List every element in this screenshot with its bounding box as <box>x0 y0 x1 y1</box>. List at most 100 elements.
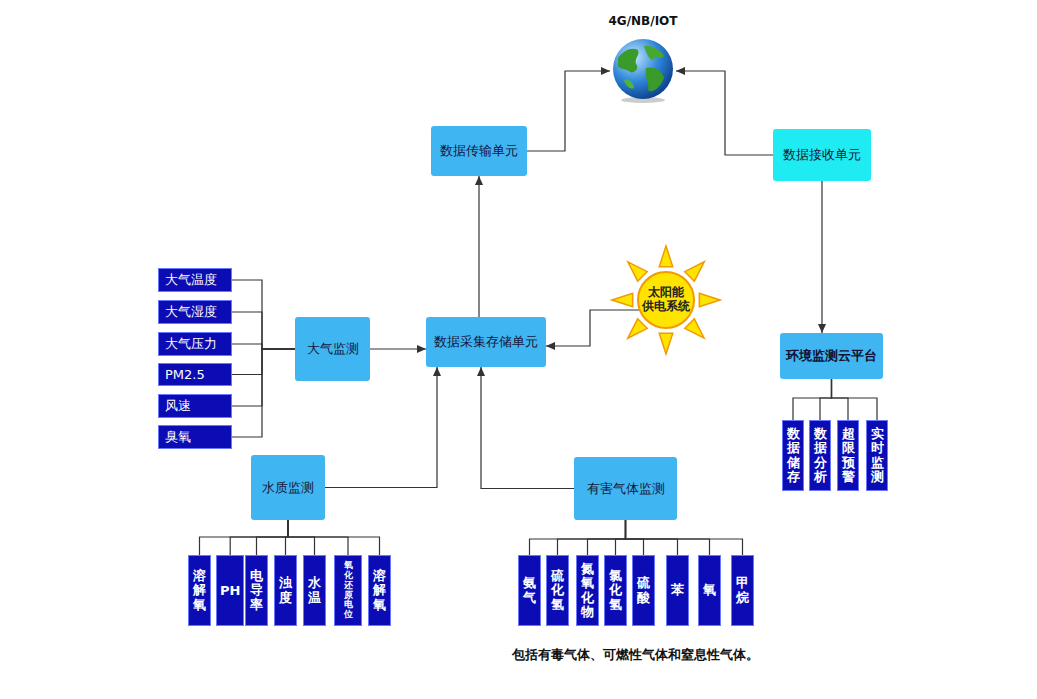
node-label: 水温 <box>308 576 321 605</box>
node-label: 大气压力 <box>165 335 217 353</box>
node-label: 太阳能 供电系统 <box>641 286 691 314</box>
connector-line <box>626 520 678 555</box>
connector-arrow <box>325 367 437 488</box>
connector-arrow <box>478 176 479 317</box>
connector-line <box>232 280 295 349</box>
node-label: 实时监测 <box>871 427 884 484</box>
node-label: 甲烷 <box>736 576 749 605</box>
platform-box: 环境监测云平台 <box>780 333 883 379</box>
item-column: 超限预警 <box>837 420 859 491</box>
node-label: 浊度 <box>279 576 292 605</box>
connector-line <box>820 379 832 420</box>
node-label: 氧化还原电位 <box>344 561 353 620</box>
node-label: 氮氧化物 <box>581 562 594 619</box>
connector-line <box>626 520 644 555</box>
connector-arrow <box>546 310 640 346</box>
process-box: 水质监测 <box>251 455 325 520</box>
node-label: 环境监测云平台 <box>786 347 877 365</box>
sensor-tag: PM2.5 <box>158 363 232 386</box>
process-box: 有害气体监测 <box>574 457 677 520</box>
connector-line <box>832 379 849 420</box>
item-column: 氯化氢 <box>604 555 627 626</box>
connector-line <box>232 344 295 349</box>
process-box: 大气监测 <box>295 317 370 381</box>
node-label: 风速 <box>165 397 191 415</box>
connector-line <box>626 520 710 555</box>
node-label: 苯 <box>671 583 684 597</box>
node-label: 数据接收单元 <box>783 146 861 164</box>
connector-line <box>616 520 626 555</box>
node-label: 氧 <box>703 583 716 597</box>
connector-line <box>626 520 743 555</box>
connector-line <box>257 520 289 555</box>
note-text: 包括有毒气体、可燃性气体和窒息性气体。 <box>512 646 759 664</box>
item-column: PH <box>216 555 244 626</box>
connector-line <box>230 520 288 555</box>
item-column: 溶解氧 <box>368 555 391 626</box>
sensor-tag: 大气压力 <box>158 332 232 356</box>
node-label: 电导率 <box>250 569 263 612</box>
connector-line <box>232 349 295 406</box>
node-label: 臭氧 <box>165 428 191 446</box>
node-label: 大气湿度 <box>165 303 217 321</box>
sensor-tag: 大气湿度 <box>158 300 232 324</box>
connector-line <box>232 312 295 349</box>
node-label: 氨气 <box>523 576 536 605</box>
item-column: 实时监测 <box>866 420 888 491</box>
connector-line <box>288 520 380 555</box>
item-column: 苯 <box>666 555 689 626</box>
node-label: 数据分析 <box>814 427 827 484</box>
item-column: 硫酸 <box>632 555 655 626</box>
connector-line <box>232 349 295 437</box>
connector-line <box>832 379 878 420</box>
node-label: 数据传输单元 <box>440 142 518 160</box>
item-column: 数据分析 <box>809 420 831 491</box>
connector-arrow <box>821 181 822 333</box>
receiver-box: 数据接收单元 <box>773 129 871 181</box>
connector-line <box>200 520 289 555</box>
node-label: PH <box>220 583 240 598</box>
item-column: 硫化氢 <box>546 555 569 626</box>
node-label: 有害气体监测 <box>587 480 665 498</box>
node-label: 4G/NB/IOT <box>608 14 677 28</box>
node-label: 溶解氧 <box>193 569 206 612</box>
process-box: 数据采集存储单元 <box>426 317 546 367</box>
node-label: 数据采集存储单元 <box>434 333 538 351</box>
connector-line <box>558 520 626 555</box>
connector-arrow <box>481 367 574 489</box>
node-label: 硫化氢 <box>551 569 564 612</box>
node-label: 氯化氢 <box>609 569 622 612</box>
item-column: 甲烷 <box>731 555 754 626</box>
item-column: 氧化还原电位 <box>334 555 362 626</box>
node-label: 硫酸 <box>637 576 650 605</box>
item-column: 水温 <box>303 555 326 626</box>
connector-arrow <box>527 71 610 151</box>
node-label: 大气监测 <box>307 340 359 358</box>
item-column: 氨气 <box>518 555 541 626</box>
sensor-tag: 风速 <box>158 394 232 418</box>
process-box: 数据传输单元 <box>431 126 527 176</box>
connector-arrow <box>676 71 773 155</box>
network-globe: 4G/NB/IOT <box>604 14 682 112</box>
item-column: 氧 <box>698 555 721 626</box>
globe-icon <box>610 38 676 104</box>
item-column: 氮氧化物 <box>576 555 599 626</box>
node-label: 超限预警 <box>842 427 855 484</box>
node-label: 大气温度 <box>165 271 217 289</box>
node-label: PM2.5 <box>165 367 205 382</box>
connector-line <box>588 520 626 555</box>
node-label: 水质监测 <box>262 479 314 497</box>
connector-line <box>793 379 832 420</box>
connector-line <box>232 349 295 375</box>
item-column: 电导率 <box>245 555 268 626</box>
node-label: 数据储存 <box>787 427 800 484</box>
item-column: 浊度 <box>274 555 297 626</box>
connector-arrow <box>370 348 426 349</box>
connector-line <box>530 520 626 555</box>
node-label: 溶解氧 <box>373 569 386 612</box>
sensor-tag: 大气温度 <box>158 268 232 292</box>
solar-power-sun: 太阳能 供电系统 <box>610 244 722 356</box>
sensor-tag: 臭氧 <box>158 425 232 449</box>
item-column: 溶解氧 <box>188 555 211 626</box>
item-column: 数据储存 <box>782 420 804 491</box>
